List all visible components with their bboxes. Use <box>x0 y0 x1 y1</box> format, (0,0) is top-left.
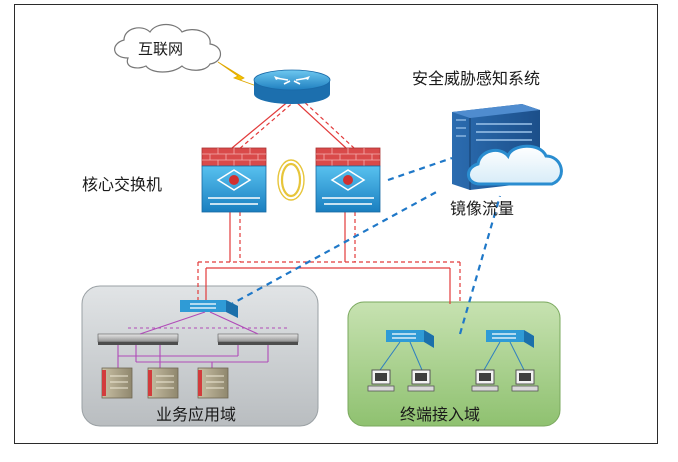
core-switch-left-icon <box>201 147 267 213</box>
business-switch-icon <box>180 300 238 318</box>
server-rack-icon <box>101 367 229 399</box>
terminal-switch-icon <box>386 330 534 348</box>
mirror-traffic-links <box>227 156 502 335</box>
security-server-icon <box>452 104 563 190</box>
terminal-zone-label: 终端接入域 <box>400 405 480 424</box>
router-icon <box>253 69 331 104</box>
diagram-frame <box>14 4 658 444</box>
internet-cloud-icon <box>114 23 222 73</box>
security-system-label: 安全威胁感知系统 <box>412 69 540 88</box>
internet-label: 互联网 <box>138 40 183 58</box>
business-zone-label: 业务应用域 <box>156 405 236 424</box>
terminal-pc-links <box>379 341 525 371</box>
core-distribution-links <box>197 212 461 304</box>
mirror-traffic-label: 镜像流量 <box>450 199 514 218</box>
router-firewall-links <box>231 97 355 151</box>
ha-link-icon <box>277 159 305 201</box>
pc-terminal-icon <box>367 369 539 392</box>
core-switch-label: 核心交换机 <box>82 175 162 194</box>
core-switch-right-icon <box>315 147 381 213</box>
business-internal-links <box>117 311 290 368</box>
